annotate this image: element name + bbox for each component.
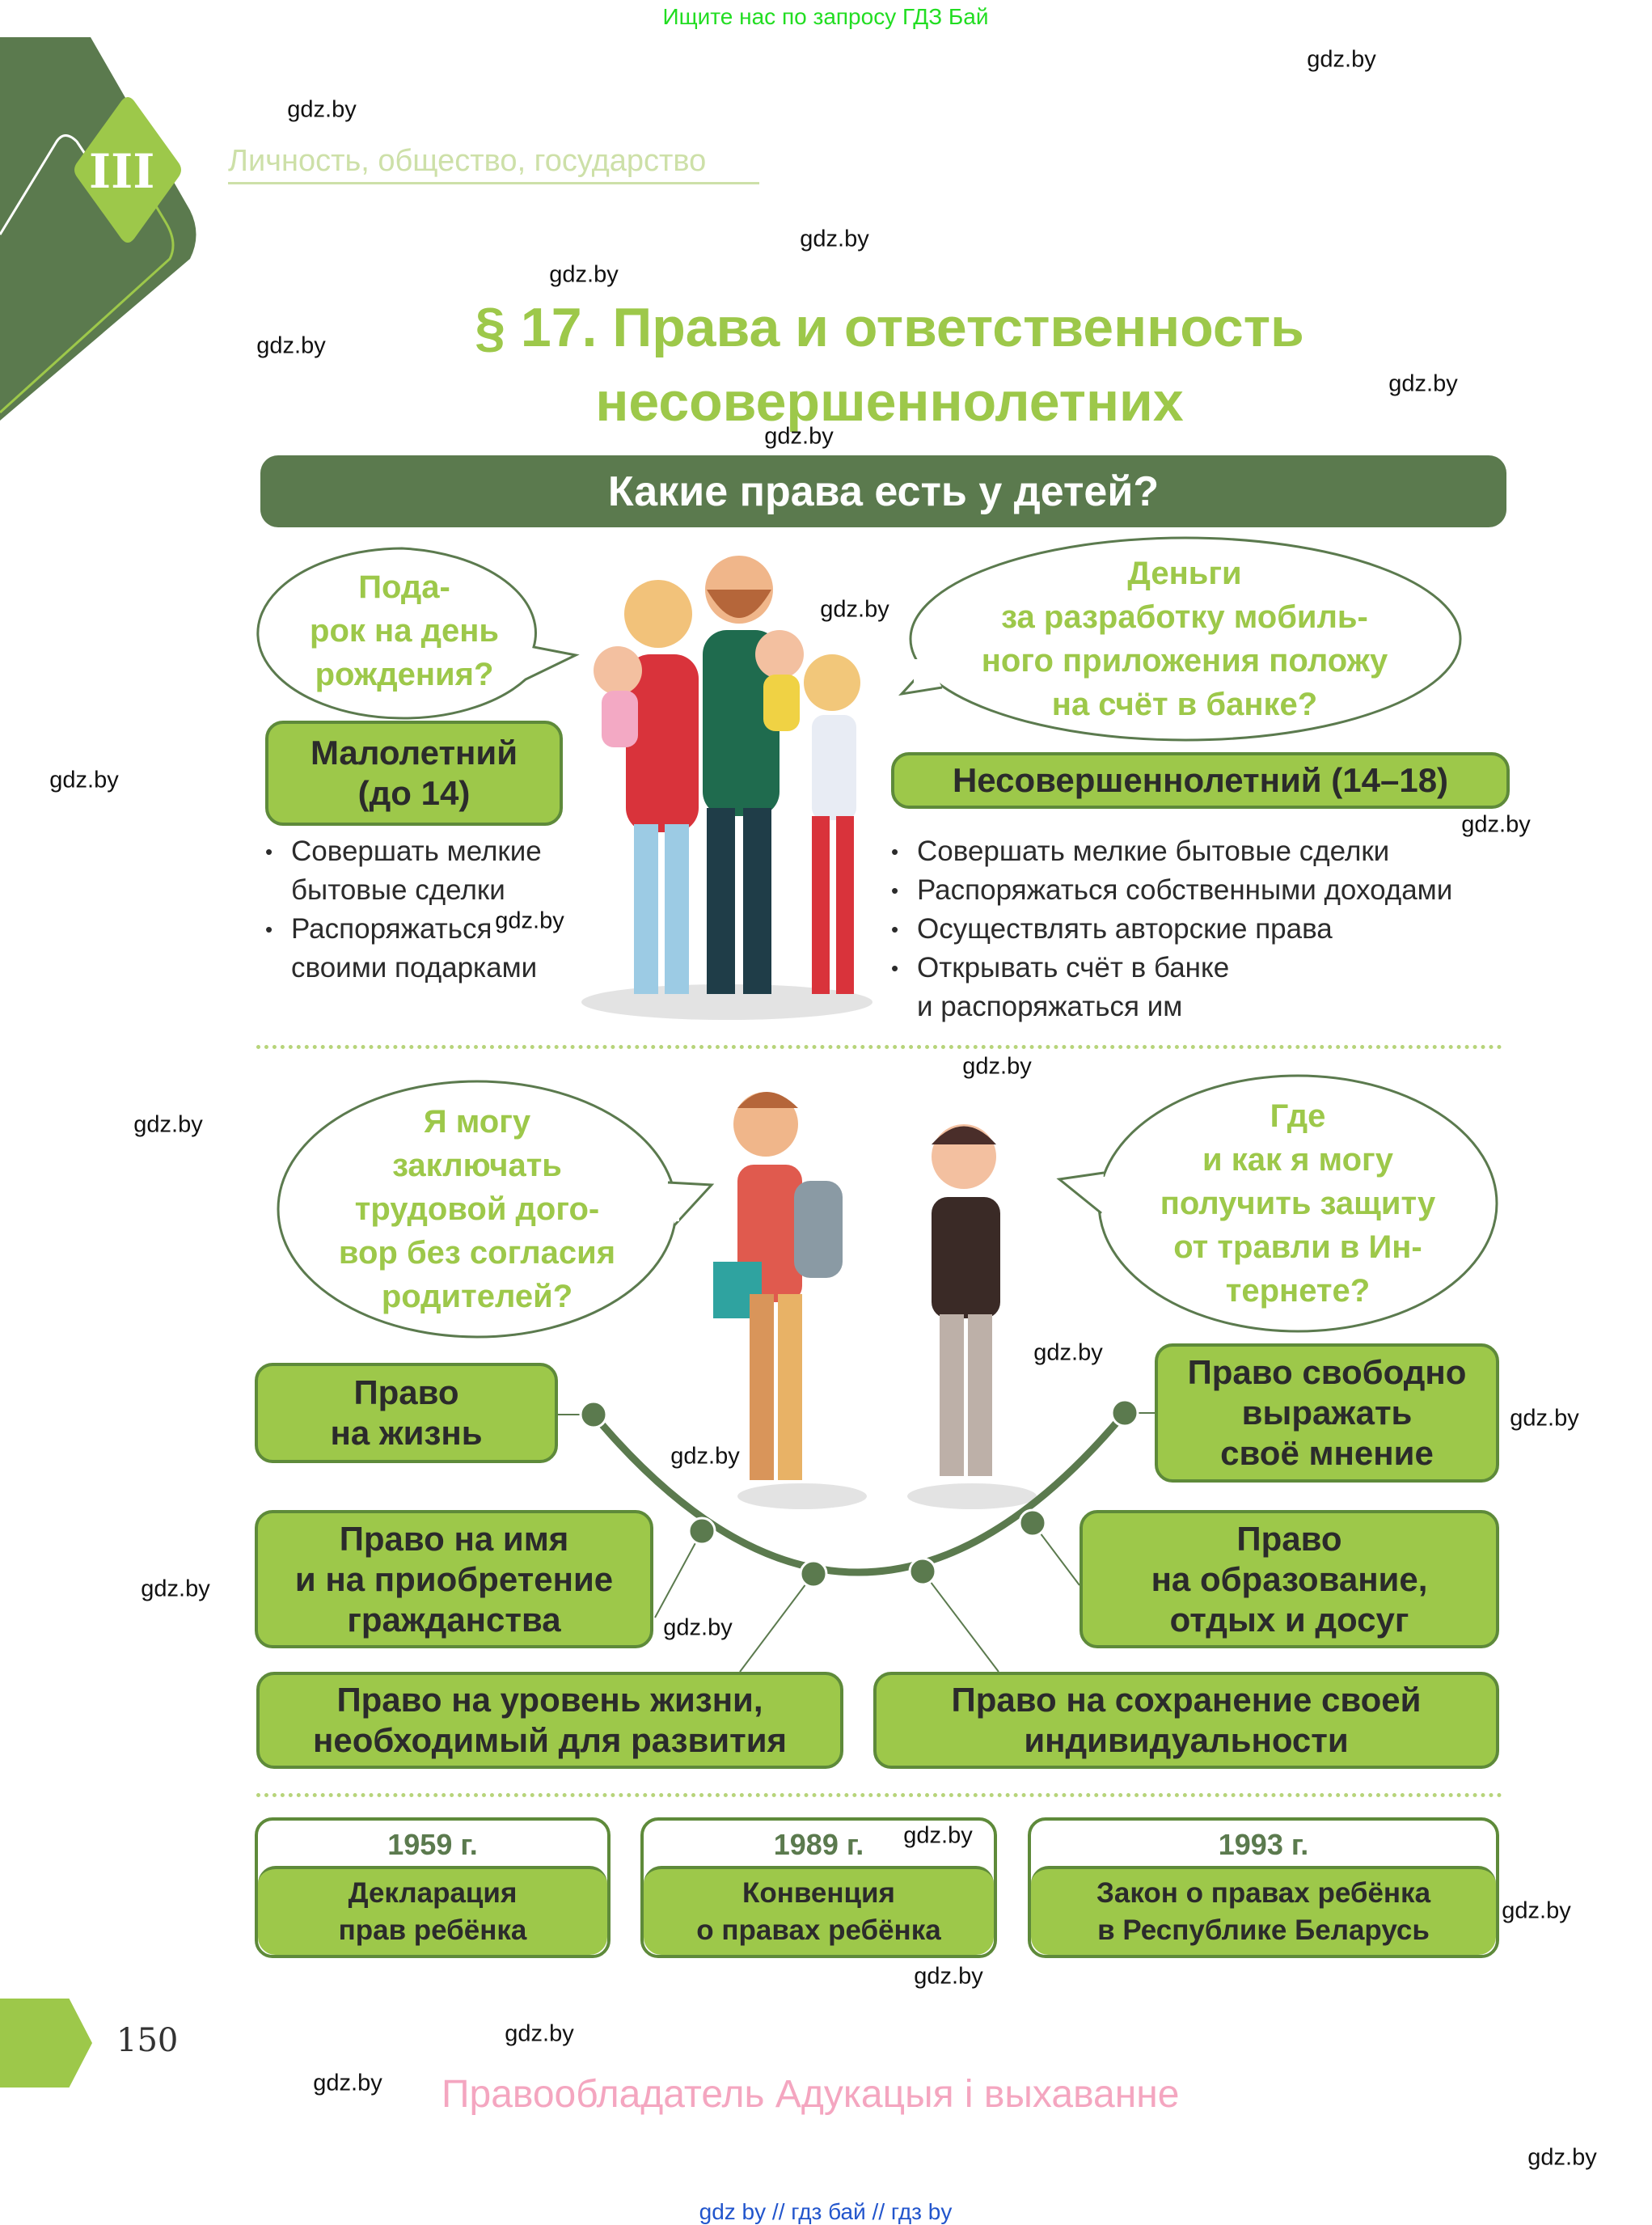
- watermark: gdz.by: [505, 2020, 574, 2047]
- arc-node: [687, 1516, 716, 1546]
- watermark: gdz.by: [914, 1963, 983, 1990]
- dotted-divider: [256, 1793, 1502, 1797]
- arc-node: [799, 1559, 828, 1588]
- section-heading-bar: Какие права есть у детей?: [260, 455, 1506, 527]
- watermark: gdz.by: [764, 423, 834, 450]
- watermark: gdz.by: [256, 332, 326, 359]
- watermark: gdz.by: [1307, 46, 1376, 73]
- list-item: Распоряжаться своими подарками: [265, 910, 556, 988]
- arc-node: [908, 1557, 937, 1586]
- chapter-title: Личность, общество, государство: [228, 144, 707, 178]
- bubble-money-shape: [909, 536, 1462, 742]
- watermark: gdz.by: [1388, 370, 1458, 397]
- watermark: gdz.by: [820, 596, 889, 623]
- arc-node: [579, 1400, 608, 1429]
- arc-node: [1110, 1398, 1139, 1428]
- footer-links[interactable]: gdz by // гдз бай // гдз by: [699, 2199, 953, 2224]
- arc-node: [1018, 1508, 1047, 1538]
- right-to-living-standard: Право на уровень жизни,необходимый для р…: [256, 1672, 843, 1769]
- page-tab: [0, 1999, 92, 2088]
- watermark: gdz.by: [549, 261, 619, 288]
- watermark: gdz.by: [133, 1111, 203, 1138]
- copyright-notice: Правообладатель Адукацыя і выхаванне: [442, 2073, 1180, 2116]
- minor-rights-list: Совершать мелкие бытовые сделки Распоряж…: [265, 832, 556, 988]
- document-year: 1993 г.: [1218, 1828, 1309, 1861]
- watermark: gdz.by: [670, 1443, 740, 1470]
- teens-illustration: [713, 1092, 1037, 1509]
- list-item: Совершать мелкие бытовые сделки: [265, 832, 556, 910]
- page-title-line1: § 17. Права и ответственность: [475, 297, 1304, 358]
- page-number: 150: [116, 2022, 179, 2059]
- list-item: Осуществлять авторские права: [891, 910, 1522, 949]
- list-item: Совершать мелкие бытовые сделки: [891, 832, 1522, 871]
- watermark: gdz.by: [287, 96, 357, 123]
- list-item: Распоряжаться собственными доходами: [891, 871, 1522, 910]
- section-heading: Какие права есть у детей?: [607, 467, 1160, 515]
- chapter-diamond-icon: [74, 97, 181, 243]
- minor-label: Малолетний(до 14): [265, 721, 563, 826]
- dotted-divider: [256, 1045, 1502, 1049]
- watermark: gdz.by: [1527, 2144, 1597, 2171]
- watermark: gdz.by: [1502, 1897, 1571, 1924]
- watermark: gdz.by: [663, 1614, 733, 1641]
- watermark: gdz.by: [800, 226, 869, 252]
- chapter-divider: [228, 182, 759, 184]
- document-year: 1959 г.: [387, 1828, 478, 1861]
- watermark: gdz.by: [495, 907, 564, 934]
- speech-bubbles: [256, 536, 1498, 1339]
- watermark: gdz.by: [313, 2070, 382, 2096]
- watermark: gdz.by: [1461, 811, 1531, 838]
- juvenile-rights-list: Совершать мелкие бытовые сделки Распоряж…: [891, 832, 1522, 1026]
- list-item: Открывать счёт в банке и распоряжаться и…: [891, 949, 1239, 1026]
- chapter-corner-decoration: [0, 37, 196, 421]
- rights-arc: [558, 1398, 1155, 1673]
- watermark: gdz.by: [1033, 1339, 1103, 1366]
- family-illustration: [581, 556, 872, 1020]
- top-search-hint[interactable]: Ищите нас по запросу ГДЗ Бай: [662, 4, 989, 29]
- document-year: 1989 г.: [773, 1828, 864, 1861]
- juvenile-label: Несовершеннолетний (14–18): [891, 752, 1510, 809]
- watermark: gdz.by: [49, 767, 119, 793]
- watermark: gdz.by: [1510, 1405, 1579, 1432]
- chapter-numeral: III: [89, 144, 155, 199]
- watermark: gdz.by: [962, 1053, 1032, 1080]
- watermark: gdz.by: [903, 1822, 973, 1849]
- watermark: gdz.by: [141, 1576, 210, 1602]
- page-title-line2: несовершеннолетних: [595, 371, 1184, 433]
- bubble-birthday-shape: [256, 547, 580, 720]
